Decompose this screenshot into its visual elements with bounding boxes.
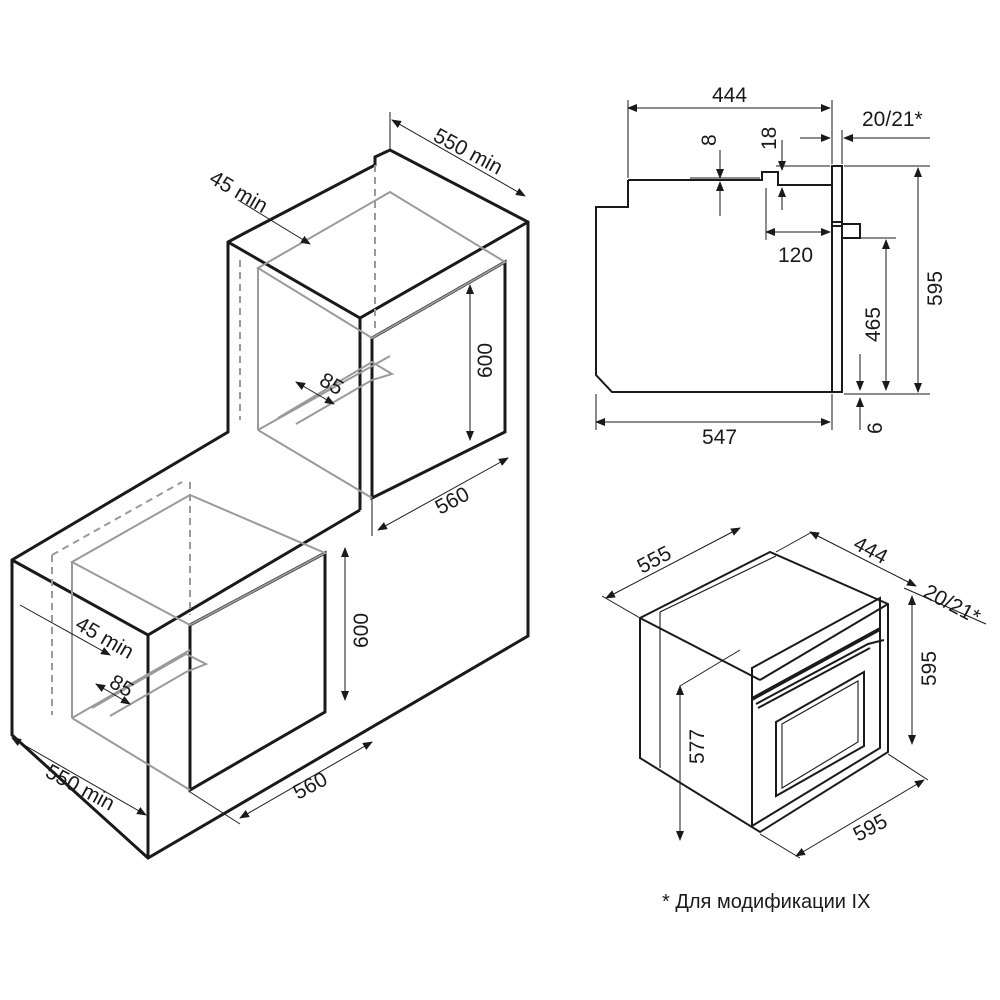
side-bottom-gap-label: 6 — [864, 422, 887, 434]
iso-body-height-label: 577 — [686, 729, 709, 764]
side-panel-offset-label: 18 — [758, 127, 781, 150]
oven-side-view: 444 8 18 20/21* 120 595 465 6 — [595, 84, 947, 449]
iso-width-top-label: 444 — [850, 532, 892, 569]
side-handle-label: 120 — [778, 244, 813, 267]
iso-door — [751, 628, 881, 828]
oven-iso-view: 555 444 20/21* 595 577 595 — [601, 527, 987, 859]
side-top-depth-label: 444 — [712, 84, 747, 107]
column-gap-label: 45 min — [206, 166, 272, 217]
side-view-control-panel — [831, 165, 843, 223]
column-opening-height-label: 600 — [474, 343, 497, 378]
footnote: * Для модификации IX — [662, 891, 870, 913]
iso-height-label: 595 — [918, 651, 941, 686]
column-cabinet: 550 min 45 min 600 560 85 — [10, 112, 530, 860]
under-inner-cavity — [51, 481, 328, 791]
under-gap-label: 45 min — [72, 612, 138, 663]
side-step-label: 8 — [698, 134, 721, 146]
side-total-depth-label: 547 — [702, 426, 737, 449]
side-view-door — [831, 225, 843, 393]
column-oven-opening — [370, 259, 507, 501]
iso-door-window — [775, 670, 865, 798]
side-view-body — [595, 171, 833, 393]
iso-depth-label: 555 — [634, 542, 676, 579]
column-top-front-edge — [227, 220, 529, 320]
side-total-height-label: 595 — [924, 271, 947, 306]
side-door-height-label: 465 — [862, 307, 885, 342]
side-front-label: 20/21* — [862, 108, 923, 131]
iso-front-label: 20/21* — [920, 580, 984, 629]
iso-body — [639, 550, 889, 834]
column-opening-width-label: 560 — [432, 483, 474, 520]
column-depth-label: 550 min — [430, 124, 507, 179]
iso-handle — [755, 639, 885, 705]
under-depth-label: 550 min — [42, 760, 119, 815]
side-view-handle — [841, 223, 861, 239]
under-opening-height-label: 600 — [350, 613, 373, 648]
under-counter-cabinet: 550 min 45 min 600 560 85 — [11, 481, 373, 858]
iso-control-panel — [751, 596, 881, 700]
iso-width-label: 595 — [850, 810, 892, 847]
column-cabinet-outline — [10, 148, 530, 860]
